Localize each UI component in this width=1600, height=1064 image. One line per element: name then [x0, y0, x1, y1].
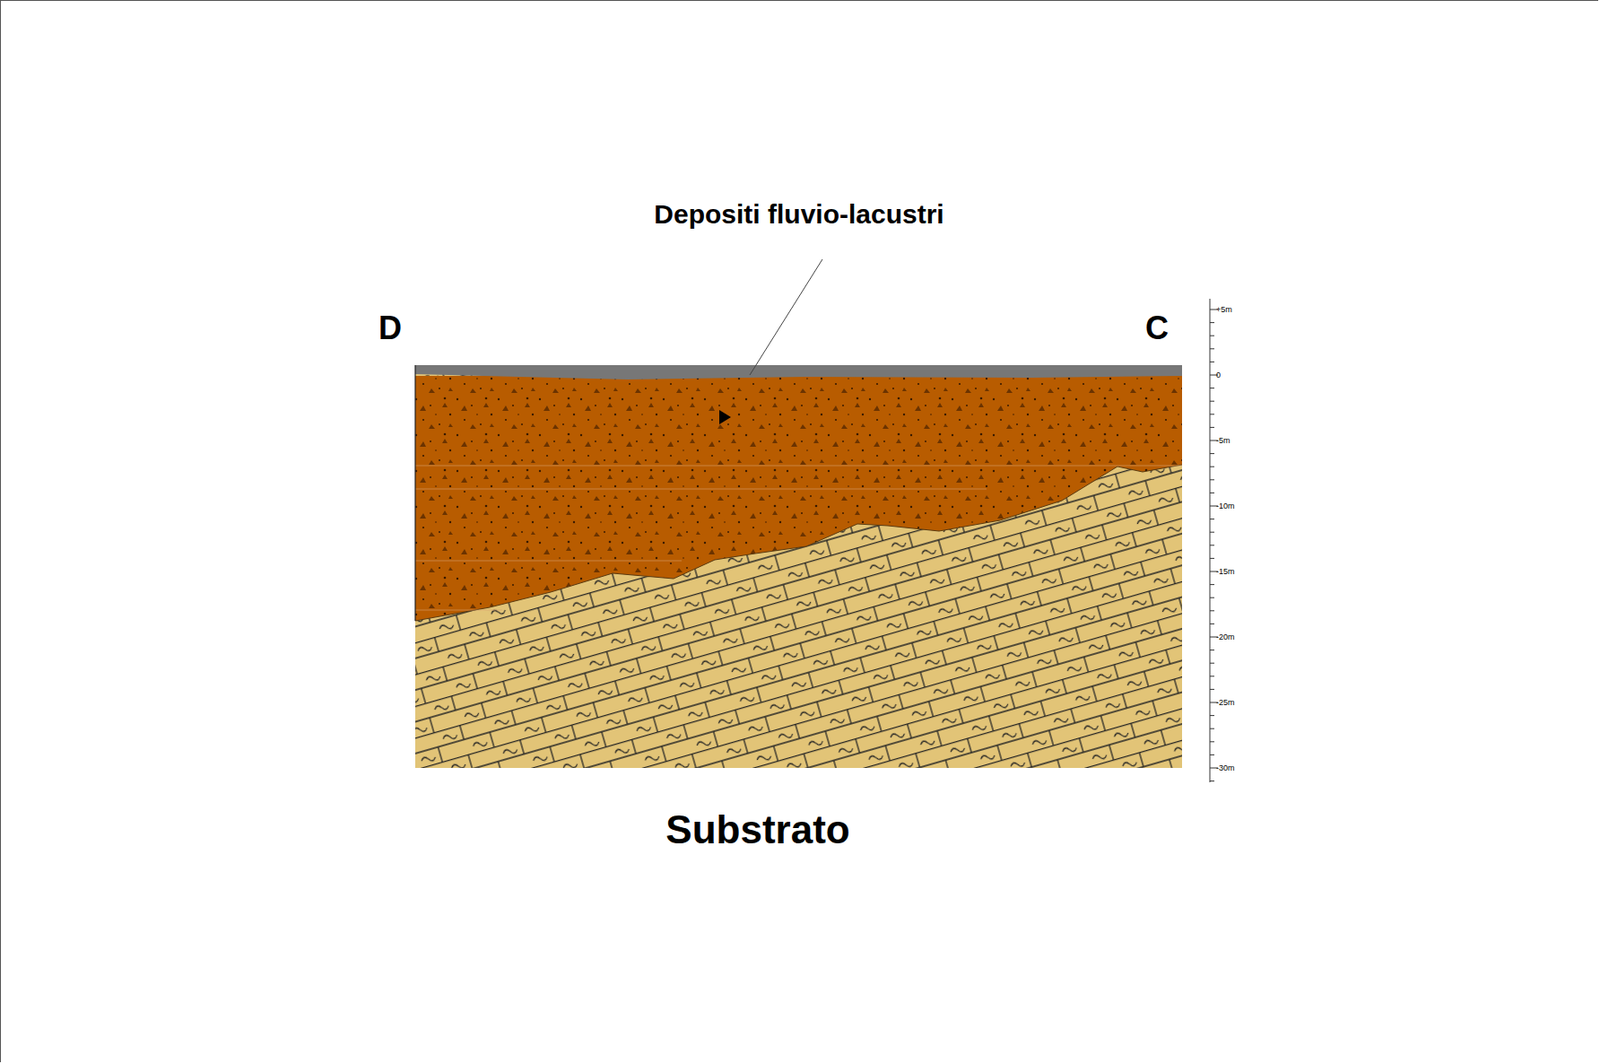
scale-label: -25m: [1216, 698, 1235, 707]
scale-tick: [1209, 387, 1215, 389]
scale-tick: [1209, 740, 1215, 742]
scale-label: -10m: [1216, 502, 1235, 511]
scale-tick: [1209, 597, 1215, 599]
scale-tick: [1209, 557, 1215, 559]
scale-label: -30m: [1216, 764, 1235, 773]
scale-tick: [1209, 780, 1215, 782]
scale-tick: [1209, 452, 1215, 454]
scale-label: -5m: [1216, 436, 1231, 445]
scale-tick: [1209, 728, 1215, 730]
scale-label: +5m: [1216, 305, 1233, 314]
scale-label: -20m: [1216, 633, 1235, 642]
scale-tick: [1209, 688, 1215, 690]
scale-tick: [1209, 662, 1215, 664]
scale-label: -15m: [1216, 567, 1235, 576]
scale-tick: [1209, 347, 1215, 349]
scale-tick: [1209, 623, 1215, 625]
scale-tick: [1209, 754, 1215, 756]
scale-tick: [1209, 675, 1215, 677]
scale-tick: [1209, 518, 1215, 520]
scale-tick: [1209, 426, 1215, 428]
scale-tick: [1209, 531, 1215, 533]
scale-tick: [1209, 609, 1215, 611]
scale-tick: [1209, 583, 1215, 585]
scale-tick: [1209, 321, 1215, 323]
unit-label: Depositi fluvio-lacustri: [653, 200, 944, 228]
scale-tick: [1209, 335, 1215, 337]
unit-label: Substrato: [665, 809, 850, 850]
scale-label: 0: [1216, 371, 1221, 380]
section-end-label: D: [378, 312, 402, 345]
scale-tick: [1209, 466, 1215, 468]
scale-tick: [1209, 714, 1215, 716]
scale-tick: [1209, 544, 1215, 546]
scale-tick: [1209, 492, 1215, 494]
scale-tick: [1209, 400, 1215, 402]
scale-tick: [1209, 478, 1215, 480]
scale-tick: [1209, 413, 1215, 415]
scale-tick: [1209, 361, 1215, 363]
section-end-label: C: [1145, 312, 1169, 345]
scale-tick: [1209, 649, 1215, 651]
